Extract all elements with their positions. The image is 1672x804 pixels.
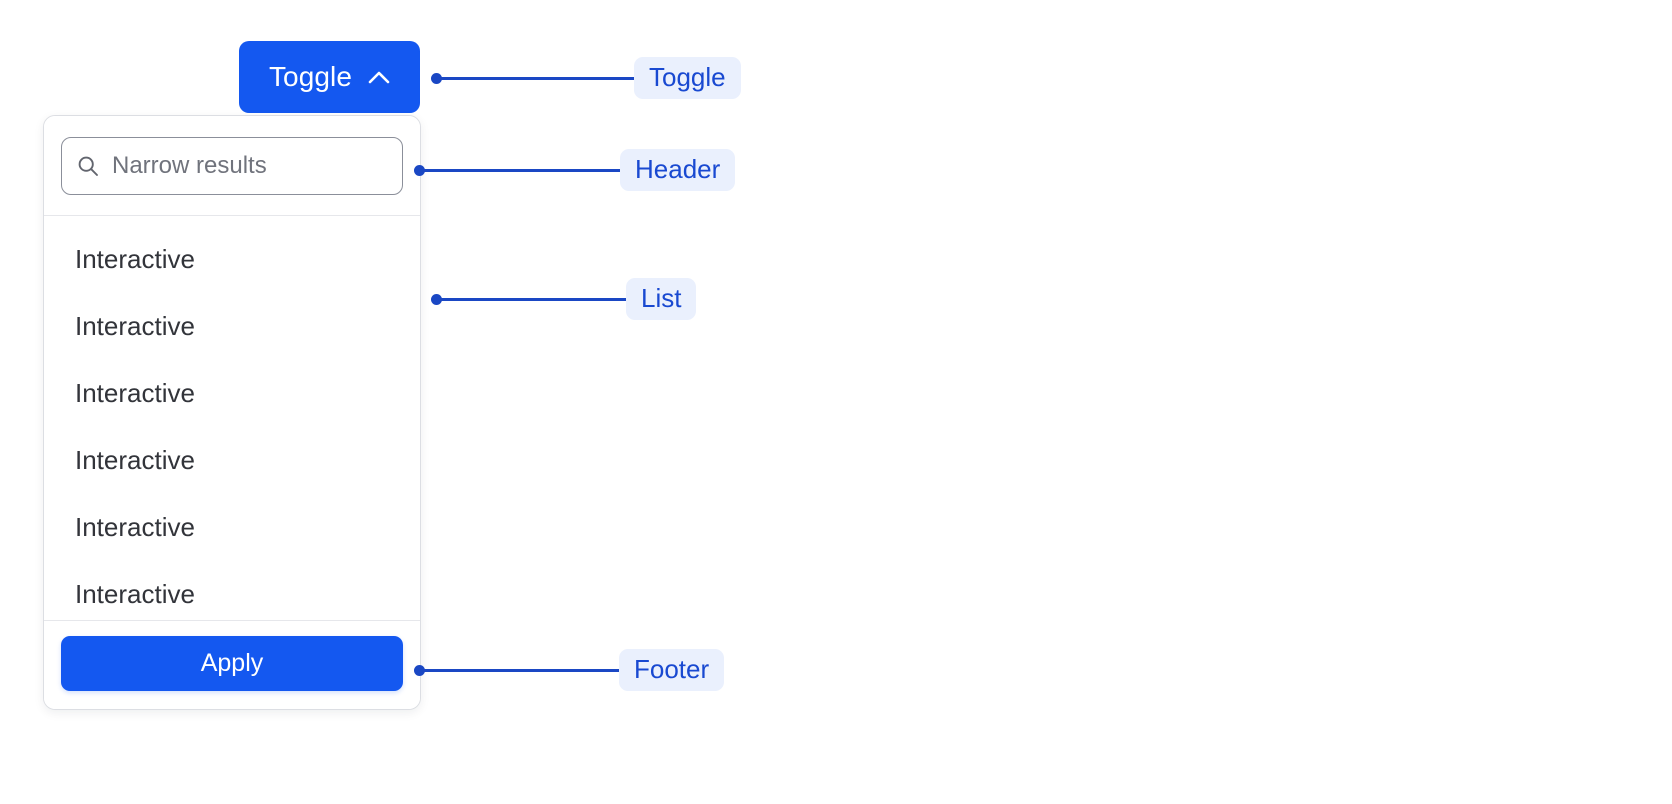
- toggle-button[interactable]: Toggle: [239, 41, 420, 113]
- annotation-dot-icon: [414, 164, 425, 176]
- list-item[interactable]: Interactive: [75, 512, 195, 542]
- search-box[interactable]: [61, 137, 403, 195]
- annotation-leader-line: [424, 668, 621, 672]
- annotation-toggle: Toggle: [431, 57, 741, 99]
- list-item[interactable]: Interactive: [75, 311, 195, 341]
- annotation-dot-icon: [414, 664, 425, 676]
- panel-footer: Apply: [44, 620, 420, 709]
- list-item[interactable]: Interactive: [75, 378, 195, 408]
- annotation-leader-line: [441, 76, 636, 80]
- annotation-footer: Footer: [414, 649, 725, 691]
- annotation-label-list: List: [626, 278, 697, 320]
- annotation-list: List: [431, 278, 697, 320]
- search-input[interactable]: [112, 151, 388, 181]
- annotation-leader-line: [441, 297, 628, 301]
- annotation-header: Header: [414, 149, 736, 191]
- annotation-dot-icon: [431, 72, 442, 84]
- apply-button[interactable]: Apply: [61, 636, 403, 691]
- list-item[interactable]: Interactive: [75, 244, 195, 274]
- annotation-label-toggle: Toggle: [634, 57, 741, 99]
- search-icon: [76, 154, 100, 178]
- annotation-dot-icon: [431, 293, 442, 305]
- list-item[interactable]: Interactive: [75, 579, 195, 609]
- annotation-label-header: Header: [620, 149, 736, 191]
- annotation-leader-line: [424, 168, 622, 172]
- chevron-up-icon: [368, 70, 390, 84]
- panel-header: [44, 116, 420, 216]
- list-item[interactable]: Interactive: [75, 445, 195, 475]
- panel-list[interactable]: Interactive Interactive Interactive Inte…: [44, 216, 420, 620]
- toggle-button-label: Toggle: [268, 61, 353, 92]
- dropdown-panel: Interactive Interactive Interactive Inte…: [43, 115, 421, 710]
- annotation-label-footer: Footer: [619, 649, 725, 691]
